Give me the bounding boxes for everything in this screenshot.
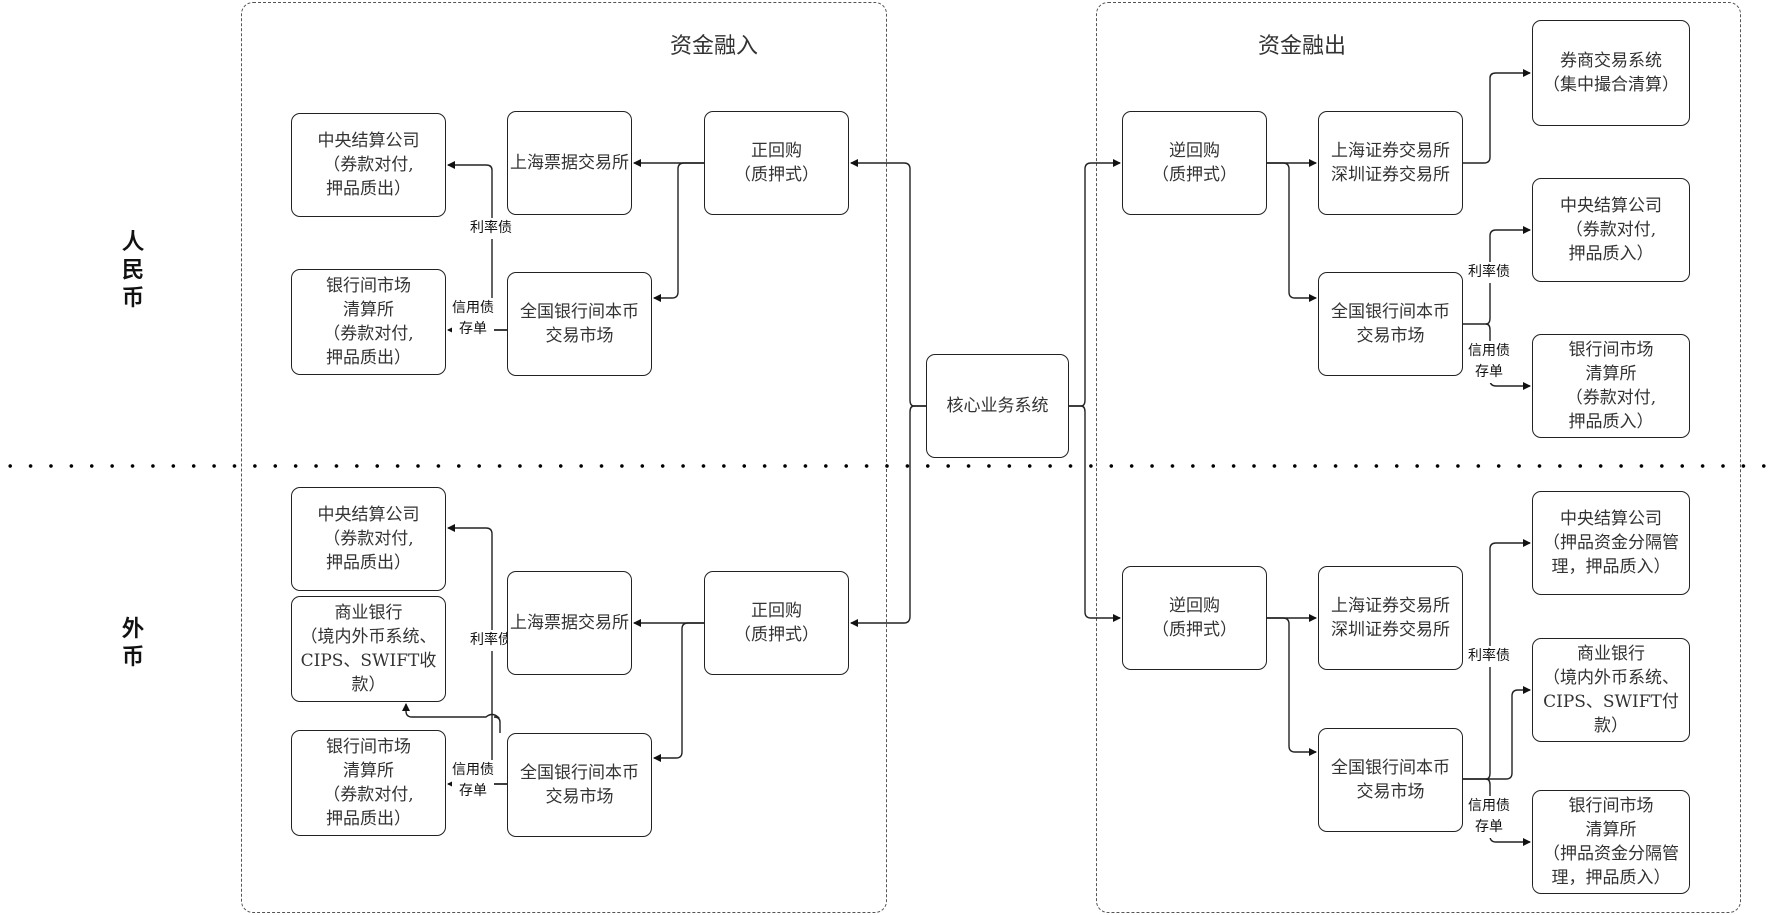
inflow-title: 资金融入 — [670, 34, 759, 59]
label-credit-bond-fx-in: 信用债 存单 — [452, 760, 494, 802]
label-rate-bond-fx-in: 利率债 — [470, 630, 512, 651]
label-rate-bond-fx-out: 利率债 — [1468, 646, 1510, 667]
rmb-in-shch[interactable]: 银行间市场 清算所 （券款对付, 押品质出） — [291, 269, 446, 375]
rmb-out-reverse-repo[interactable]: 逆回购 （质押式） — [1122, 111, 1267, 215]
edge-fx-cfets-to-bank — [1463, 686, 1531, 780]
rmb-in-ccdc[interactable]: 中央结算公司 （券款对付, 押品质出） — [291, 113, 446, 217]
label-rate-bond-rmb-in: 利率债 — [470, 218, 512, 239]
label-credit-bond-rmb-in: 信用债 存单 — [452, 298, 494, 340]
outflow-section — [1096, 2, 1741, 913]
edge-rmb-rr-to-cfets — [1267, 162, 1317, 302]
fx-in-cfets[interactable]: 全国银行间本币 交易市场 — [507, 733, 652, 837]
fx-out-cfets[interactable]: 全国银行间本币 交易市场 — [1318, 728, 1463, 832]
edge-rmb-cfets-to-ccdc — [447, 161, 507, 331]
rmb-in-shcpe[interactable]: 上海票据交易所 — [507, 111, 632, 215]
inflow-section — [241, 2, 887, 913]
rmb-out-broker[interactable]: 券商交易系统 （集中撮合清算） — [1532, 20, 1690, 126]
fx-in-shch[interactable]: 银行间市场 清算所 （券款对付, 押品质出） — [291, 730, 446, 836]
edge-rmb-sse-to-broker — [1463, 69, 1531, 164]
label-credit-bond-rmb-out: 信用债 存单 — [1468, 341, 1510, 383]
fx-out-reverse-repo[interactable]: 逆回购 （质押式） — [1122, 566, 1267, 670]
edge-fx-cfets-to-bank — [402, 703, 501, 733]
rmb-in-cfets[interactable]: 全国银行间本币 交易市场 — [507, 272, 652, 376]
edge-rmb-repo-to-cfets — [653, 162, 704, 302]
rmb-out-ccdc[interactable]: 中央结算公司 （券款对付, 押品质入） — [1532, 178, 1690, 282]
fx-in-shcpe[interactable]: 上海票据交易所 — [507, 571, 632, 675]
edge-core-to-fx-reverse-repo — [1069, 405, 1121, 622]
edge-fx-repo-to-cfets — [653, 622, 704, 762]
edge-fx-cfets-to-ccdc — [447, 524, 507, 785]
fx-out-sse-szse[interactable]: 上海证券交易所 深圳证券交易所 — [1318, 566, 1463, 670]
outflow-title: 资金融出 — [1258, 34, 1347, 59]
fx-in-ccdc[interactable]: 中央结算公司 （券款对付, 押品质出） — [291, 487, 446, 591]
label-credit-bond-fx-out: 信用债 存单 — [1468, 796, 1510, 838]
fx-out-ccdc[interactable]: 中央结算公司 （押品资金分隔管 理，押品质入） — [1532, 491, 1690, 595]
fx-out-shch[interactable]: 银行间市场 清算所 （押品资金分隔管 理，押品质入） — [1532, 790, 1690, 894]
fx-out-bank[interactable]: 商业银行 （境内外币系统、 CIPS、SWIFT付 款） — [1532, 638, 1690, 742]
currency-separator — [0, 464, 1773, 468]
row-label-fx: 外 币 — [121, 616, 144, 670]
rmb-out-sse-szse[interactable]: 上海证券交易所 深圳证券交易所 — [1318, 111, 1463, 215]
fx-in-bank[interactable]: 商业银行 （境内外币系统、 CIPS、SWIFT收 款） — [291, 596, 446, 702]
fx-in-repo[interactable]: 正回购 （质押式） — [704, 571, 849, 675]
edge-fx-rr-to-cfets — [1267, 617, 1317, 756]
edge-core-to-rmb-repo — [850, 159, 926, 407]
edge-core-to-fx-repo — [850, 405, 926, 627]
label-rate-bond-rmb-out: 利率债 — [1468, 262, 1510, 283]
core-business-system[interactable]: 核心业务系统 — [926, 354, 1069, 458]
rmb-out-shch[interactable]: 银行间市场 清算所 （券款对付, 押品质入） — [1532, 334, 1690, 438]
rmb-out-cfets[interactable]: 全国银行间本币 交易市场 — [1318, 272, 1463, 376]
edge-core-to-rmb-reverse-repo — [1069, 159, 1121, 407]
row-label-rmb: 人 民 币 — [121, 229, 144, 311]
rmb-in-repo[interactable]: 正回购 （质押式） — [704, 111, 849, 215]
